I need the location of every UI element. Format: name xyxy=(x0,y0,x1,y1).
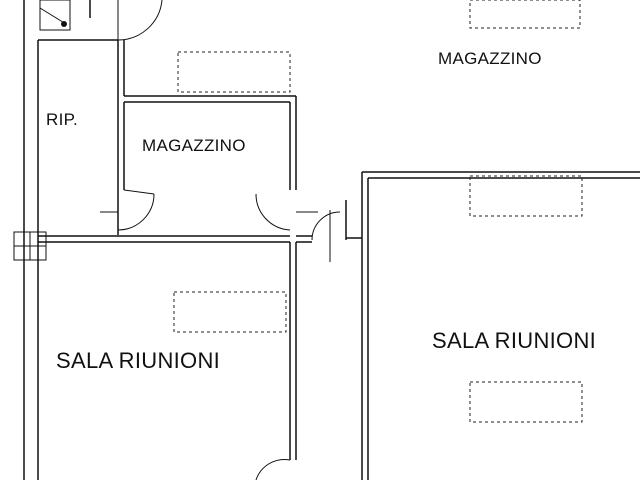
ceiling-lights xyxy=(173,0,583,423)
room-label-magazzino-top: MAGAZZINO xyxy=(438,49,542,68)
room-label-sala-riunioni-right: SALA RIUNIONI xyxy=(432,328,597,353)
rip-walls xyxy=(117,40,297,235)
corridor-wall xyxy=(38,235,312,243)
room-label-sala-riunioni-left: SALA RIUNIONI xyxy=(56,348,221,373)
top-partition xyxy=(38,0,163,41)
room-label-magazzino-mid: MAGAZZINO xyxy=(142,136,246,155)
sala-right-walls xyxy=(361,171,640,480)
corridor-door xyxy=(311,200,362,262)
magazzino-doors xyxy=(100,189,318,231)
room-label-ripostiglio: RIP. xyxy=(46,110,79,129)
outer-left-wall xyxy=(23,0,39,480)
column-marker xyxy=(13,231,47,261)
sink-fixture xyxy=(39,0,71,31)
sala-left-walls xyxy=(255,242,297,480)
